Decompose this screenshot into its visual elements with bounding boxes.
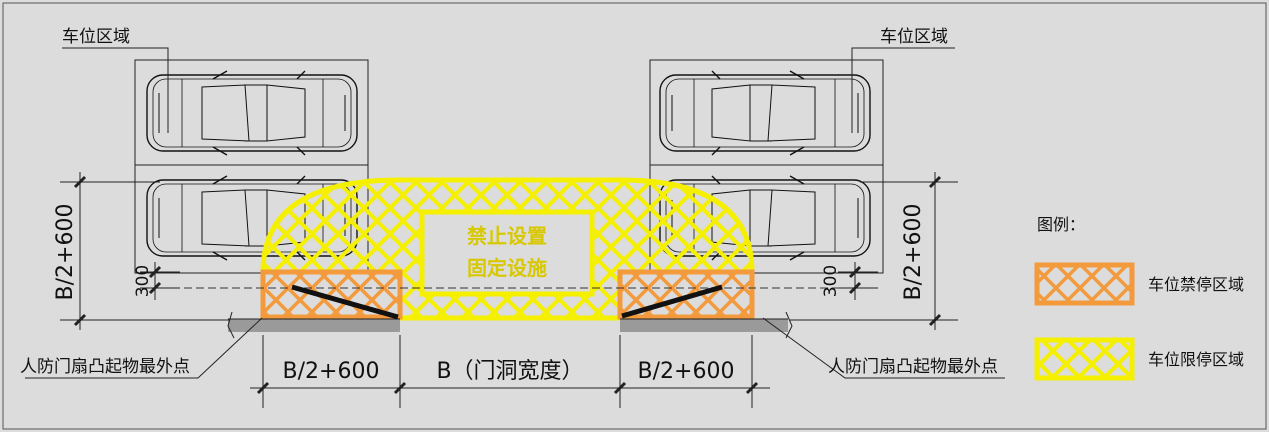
restricted-parking-zone (260, 177, 755, 321)
car-top-right (659, 70, 871, 156)
door-leaf-right (621, 284, 723, 319)
dim-offset-right: 300 (821, 265, 841, 297)
parking-area-label-right: 车位区域 (880, 27, 948, 46)
door-point-label-right: 人防门扇凸起物最外点 (828, 357, 998, 376)
dim-bottom-right: B/2+600 (638, 359, 735, 384)
parking-area-label-left: 车位区域 (62, 27, 130, 46)
legend-swatch-no-parking (1034, 262, 1135, 306)
wall-section (227, 311, 793, 339)
left-dimension-line (60, 172, 230, 330)
legend-label-no-parking: 车位禁停区域 (1148, 276, 1244, 294)
dim-bottom-left: B/2+600 (283, 359, 380, 384)
dim-side-right: B/2+600 (901, 204, 926, 301)
legend: 图例： 车位禁停区域 车位限停区域 (1034, 216, 1244, 381)
door-point-label-left: 人防门扇凸起物最外点 (20, 357, 190, 376)
dim-offset-left: 300 (133, 265, 153, 297)
car-top-left (146, 70, 358, 156)
no-fixed-facility-box (419, 209, 595, 297)
bottom-dimension-line (250, 335, 770, 408)
dim-bottom-center: B（门洞宽度） (436, 359, 583, 384)
legend-title: 图例： (1037, 216, 1085, 234)
right-dimension-line (790, 172, 958, 330)
prohibit-text-line1: 禁止设置 (467, 225, 547, 248)
legend-swatch-restricted (1034, 337, 1135, 381)
legend-label-restricted: 车位限停区域 (1148, 351, 1244, 369)
dim-side-left: B/2+600 (53, 204, 78, 301)
leader-lines (25, 47, 1005, 379)
prohibit-text-line2: 固定设施 (467, 256, 547, 280)
door-leaf-left (291, 284, 399, 320)
